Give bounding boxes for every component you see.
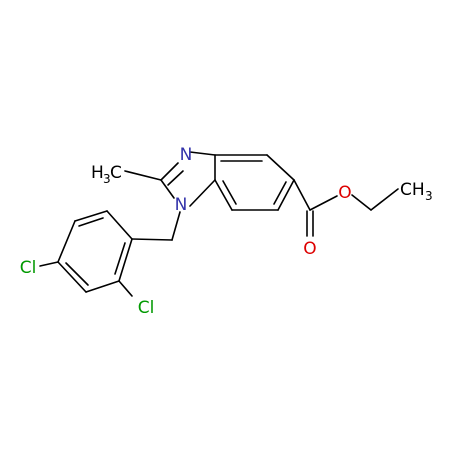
- bond-ch2-ch3: [370, 188, 399, 211]
- bond: [214, 179, 233, 211]
- bond-ch2-aryl: [131, 238, 173, 241]
- double-bond-inner: [167, 170, 184, 186]
- atom-cl-para: Cl: [20, 258, 37, 278]
- double-bond-inner: [65, 262, 89, 286]
- methyl-c: C: [110, 163, 122, 183]
- bond: [189, 151, 216, 156]
- bond: [106, 210, 133, 240]
- bond: [160, 179, 175, 199]
- dichlorophenyl-ring: [57, 210, 133, 293]
- bond: [277, 179, 295, 211]
- bond-ring-carbonyl: [293, 179, 311, 211]
- bond: [160, 162, 179, 181]
- bond: [85, 280, 120, 293]
- methyl-subscript: 3: [103, 172, 111, 186]
- bond-cl-para: [39, 261, 59, 267]
- bond-cl-ortho: [118, 280, 133, 297]
- atom-cl-ortho: Cl: [138, 298, 155, 318]
- atom-n3: N: [180, 145, 193, 165]
- ethyl-subscript: 3: [425, 189, 433, 203]
- atom-n1: N: [175, 195, 188, 215]
- methyl-h: H: [91, 163, 104, 183]
- bond-n-ch2: [171, 211, 181, 241]
- methyl-label: H 3 C: [91, 163, 122, 186]
- atom-o-ester: O: [338, 183, 351, 203]
- double-bond-inner: [273, 181, 287, 205]
- double-bond-inner: [114, 242, 126, 275]
- bond: [57, 220, 76, 263]
- bond-o-ch2: [351, 194, 372, 211]
- double-bond-inner: [78, 217, 104, 227]
- double-bond-inner: [222, 180, 237, 205]
- atom-o-carbonyl: O: [303, 239, 316, 259]
- bond: [118, 238, 133, 282]
- bond-c-o-ester: [309, 195, 338, 211]
- ethyl-ch: CH: [400, 180, 425, 200]
- imidazole-ring: [160, 151, 216, 207]
- bond: [57, 261, 87, 293]
- benzimidazole-benzene-ring: [214, 154, 295, 211]
- bond-methyl: [124, 170, 162, 181]
- bond: [189, 179, 216, 207]
- bond: [266, 154, 295, 181]
- bond: [74, 210, 108, 222]
- ethyl-methyl-label: CH 3: [400, 180, 433, 203]
